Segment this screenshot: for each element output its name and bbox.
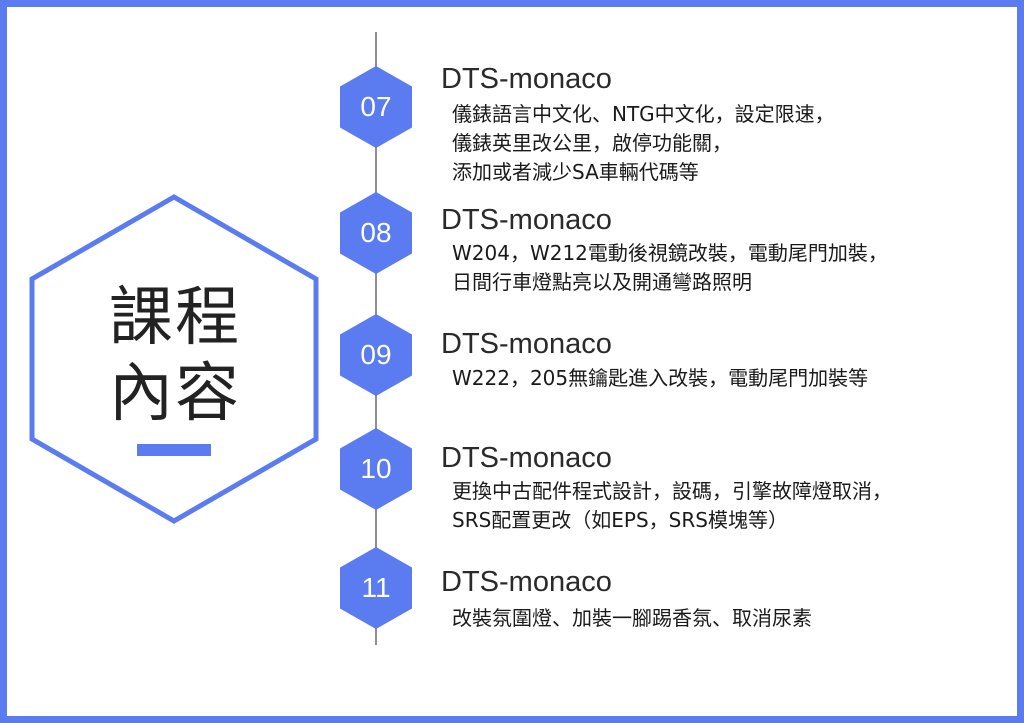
section-title-line-1: 課程 [109, 281, 241, 355]
item-number: 08 [360, 217, 392, 248]
description-line: 儀錶語言中文化、NTG中文化，設定限速， [452, 102, 835, 126]
item-number: 09 [360, 339, 392, 370]
item-title: DTS-monaco [441, 328, 612, 360]
hexagon-icon [340, 428, 412, 510]
item-number: 10 [360, 453, 392, 484]
item-description: 更換中古配件程式設計，設碼，引擎故障燈取消， SRS配置更改（如EPS，SRS模… [452, 477, 892, 535]
item-title: DTS-monaco [441, 566, 612, 598]
item-title: DTS-monaco [441, 442, 612, 474]
section-title-underline [137, 444, 211, 456]
section-title: 課程 內容 [100, 280, 250, 432]
hexagon-icon [340, 192, 412, 274]
item-description: W204，W212電動後視鏡改裝，電動尾門加裝， 日間行車燈點亮以及開通彎路照明 [452, 239, 888, 297]
section-hexagon-outline [29, 194, 319, 524]
description-line: 儀錶英里改公里，啟停功能關， [452, 131, 732, 155]
hexagon-icon [340, 314, 412, 396]
description-line: SRS配置更改（如EPS，SRS模塊等） [452, 508, 788, 532]
description-line: 日間行車燈點亮以及開通彎路照明 [452, 270, 752, 294]
number-badge: 07 [340, 66, 412, 148]
number-badge: 09 [340, 314, 412, 396]
item-number: 11 [361, 572, 391, 603]
description-line: W222，205無鑰匙進入改裝，電動尾門加裝等 [452, 366, 869, 390]
description-line: 添加或者減少SA車輛代碼等 [452, 160, 699, 184]
description-line: 更換中古配件程式設計，設碼，引擎故障燈取消， [452, 479, 892, 503]
section-title-line-2: 內容 [109, 357, 241, 431]
number-badge: 10 [340, 428, 412, 510]
item-description: 儀錶語言中文化、NTG中文化，設定限速， 儀錶英里改公里，啟停功能關， 添加或者… [452, 100, 835, 187]
number-badge: 11 [340, 547, 412, 629]
item-title: DTS-monaco [441, 63, 612, 95]
hexagon-icon [340, 547, 412, 629]
item-number: 07 [360, 91, 392, 122]
description-line: 改裝氛圍燈、加裝一腳踢香氛、取消尿素 [452, 606, 812, 630]
number-badge: 08 [340, 192, 412, 274]
item-description: 改裝氛圍燈、加裝一腳踢香氛、取消尿素 [452, 604, 812, 633]
item-description: W222，205無鑰匙進入改裝，電動尾門加裝等 [452, 364, 868, 393]
hexagon-icon [340, 66, 412, 148]
item-title: DTS-monaco [441, 204, 612, 236]
description-line: W204，W212電動後視鏡改裝，電動尾門加裝， [452, 241, 888, 265]
